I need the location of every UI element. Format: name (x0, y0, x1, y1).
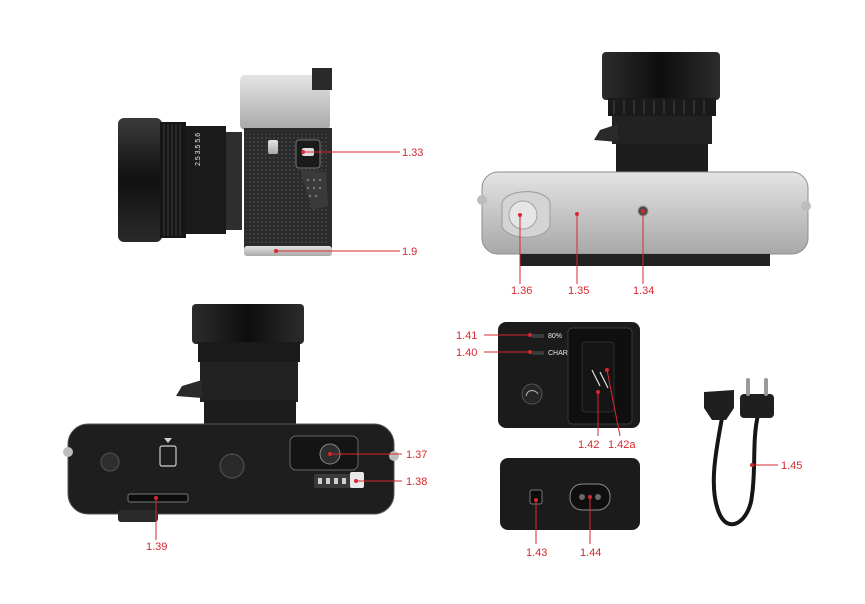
lens-ring-1 (608, 98, 716, 116)
callout-1-33: 1.33 (402, 147, 423, 159)
camera-top-plate (240, 75, 330, 130)
viewfinder-block (312, 68, 332, 90)
ac-pin-left (579, 494, 585, 500)
bottom-screw (100, 452, 120, 472)
battery-contact-a (591, 369, 601, 387)
euro-plug-pin-left (746, 378, 750, 396)
power-cable (704, 378, 774, 527)
strap-lug-right-2 (389, 451, 399, 461)
camera-bottom-view (477, 52, 811, 266)
focus-tab (594, 124, 618, 142)
callout-1-38: 1.38 (406, 476, 427, 488)
euro-plug-pin-right (764, 378, 768, 396)
lens-ring-2 (612, 116, 712, 144)
lens-aperture-ring (186, 126, 226, 234)
callout-1-36: 1.36 (511, 285, 532, 297)
charger-led-charge (532, 351, 544, 355)
callout-1-37: 1.37 (406, 449, 427, 461)
lens-hood (118, 118, 162, 242)
strap-lug-left-2 (63, 447, 73, 457)
focus-tab-2 (176, 380, 202, 398)
cable-cord (711, 414, 760, 527)
euro-plug-body (740, 394, 774, 418)
lens-barrel-top-2 (192, 304, 304, 344)
lens-ring-3 (198, 342, 300, 362)
lens-mount (226, 132, 242, 230)
sd-icon (159, 445, 177, 467)
ac-pin-right (595, 494, 601, 500)
lens-barrel-top (602, 52, 720, 100)
callout-1-42: 1.42 (578, 439, 599, 451)
callout-1-40: 1.40 (456, 347, 477, 359)
thumb-rest-dots (306, 178, 322, 198)
camera-open-bottom-view (63, 304, 399, 522)
charger-back (500, 458, 640, 530)
callout-1-41: 1.41 (456, 330, 477, 342)
callout-1-34: 1.34 (633, 285, 654, 297)
callout-1-35: 1.35 (568, 285, 589, 297)
strap-lug-right (801, 201, 811, 211)
lens-ring-4 (200, 362, 298, 402)
battery-contact-b (599, 371, 609, 389)
charger-logo-script (525, 390, 539, 397)
charger-label-80: 80% (548, 333, 562, 340)
callout-1-42a: 1.42a (608, 439, 636, 451)
charger-label-charge: CHARGE (548, 350, 578, 357)
lens-mount-2 (204, 400, 296, 426)
lens-scale-marks: 2.5 3.5 5.6 (195, 133, 202, 166)
sd-arrow-icon (164, 438, 172, 443)
lens-knurling-top (613, 100, 705, 114)
camera-side-view: 2.5 3.5 5.6 (118, 68, 332, 256)
iec-plug (704, 390, 734, 420)
strap-lug-left (477, 195, 487, 205)
baseplate-bottom-edge (520, 254, 770, 266)
contact-pins (318, 478, 346, 484)
charger-logo (521, 383, 543, 405)
charger-led-80 (532, 334, 544, 338)
callout-1-45: 1.45 (781, 460, 802, 472)
lens-release-base (118, 510, 158, 522)
callout-1-44: 1.44 (580, 547, 601, 559)
charger-front: 80% CHARGE (498, 322, 640, 428)
callout-1-39: 1.39 (146, 541, 167, 553)
lens-knurling (163, 124, 181, 236)
callout-1-43: 1.43 (526, 547, 547, 559)
tripod-socket-2 (219, 453, 245, 479)
locking-key-dial (508, 200, 538, 230)
callout-1-9: 1.9 (402, 246, 417, 258)
lens-mount-top (616, 144, 708, 174)
strap-lug (268, 140, 278, 154)
